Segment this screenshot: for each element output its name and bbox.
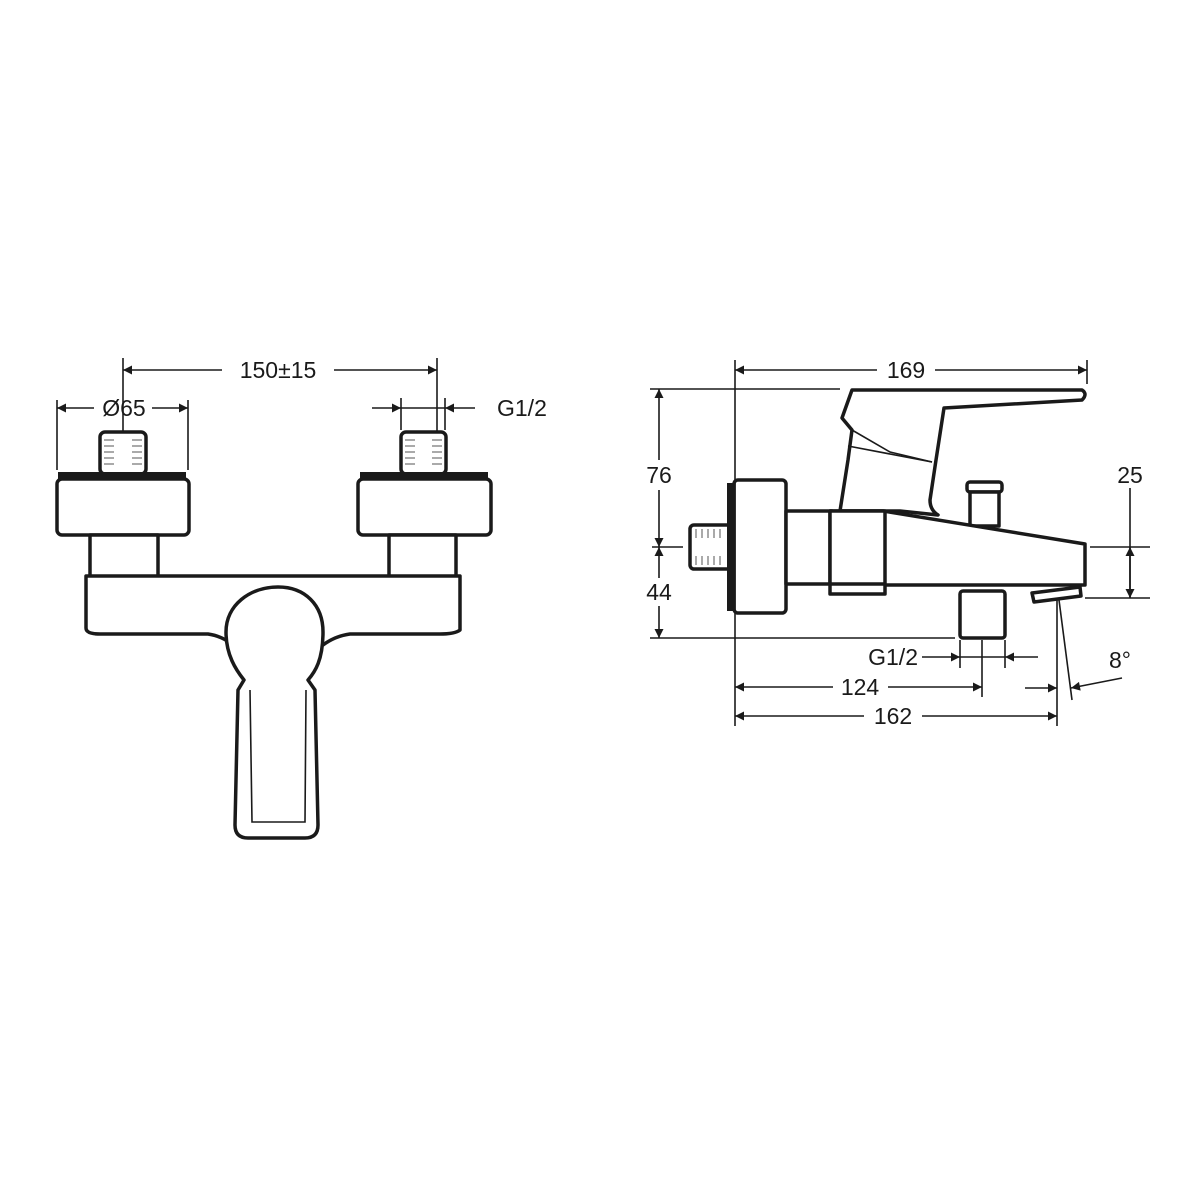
mixer-lever bbox=[224, 585, 325, 840]
aerator bbox=[1030, 585, 1083, 604]
dim-label-162: 162 bbox=[874, 703, 912, 729]
side-thread-nipple bbox=[688, 523, 734, 571]
dim-label-44: 44 bbox=[646, 579, 672, 605]
dim-label-8deg: 8° bbox=[1109, 647, 1131, 673]
dimension-thread-front: G1/2 bbox=[372, 395, 547, 430]
body-block bbox=[828, 509, 887, 586]
dim-label-g12-side: G1/2 bbox=[868, 644, 918, 670]
dimension-spout-height: 25 bbox=[1085, 462, 1150, 599]
side-view: 169 76 44 25 bbox=[646, 357, 1150, 729]
lever-base-line bbox=[847, 445, 933, 463]
dimension-outlet-distance: 124 bbox=[734, 472, 982, 726]
side-lever bbox=[838, 388, 1087, 517]
dimension-thread-side: G1/2 bbox=[868, 640, 1038, 697]
front-view: 150±15 Ø65 G1/2 bbox=[55, 357, 547, 840]
dim-label-124: 124 bbox=[841, 674, 880, 700]
dim-label-g12-front: G1/2 bbox=[497, 395, 547, 421]
lever-inner-face bbox=[249, 689, 307, 823]
dim-label-150: 150±15 bbox=[240, 357, 317, 383]
right-rosette bbox=[356, 472, 493, 537]
dim-label-25: 25 bbox=[1117, 462, 1143, 488]
side-rosette bbox=[727, 478, 788, 615]
left-rosette bbox=[55, 472, 191, 537]
dimension-spout-projection: 162 bbox=[735, 600, 1058, 729]
right-thread-nipple bbox=[399, 430, 448, 476]
dim-label-169: 169 bbox=[887, 357, 925, 383]
dimension-heights: 76 44 bbox=[646, 388, 955, 639]
diverter-knob bbox=[965, 480, 1004, 528]
dim-label-76: 76 bbox=[646, 462, 672, 488]
spout-body bbox=[828, 509, 1087, 596]
dimension-projection-total: 169 bbox=[734, 357, 1088, 472]
dimension-rosette-diameter: Ø65 bbox=[56, 395, 189, 470]
left-thread-nipple bbox=[98, 430, 148, 476]
dimension-spout-angle: 8° bbox=[1025, 599, 1131, 701]
left-stem bbox=[88, 533, 160, 579]
dim-label-d65: Ø65 bbox=[102, 395, 145, 421]
dimension-centre-distance: 150±15 bbox=[122, 357, 438, 432]
right-stem bbox=[387, 533, 458, 579]
bottom-outlet bbox=[958, 589, 1007, 640]
body-connector bbox=[784, 509, 834, 586]
